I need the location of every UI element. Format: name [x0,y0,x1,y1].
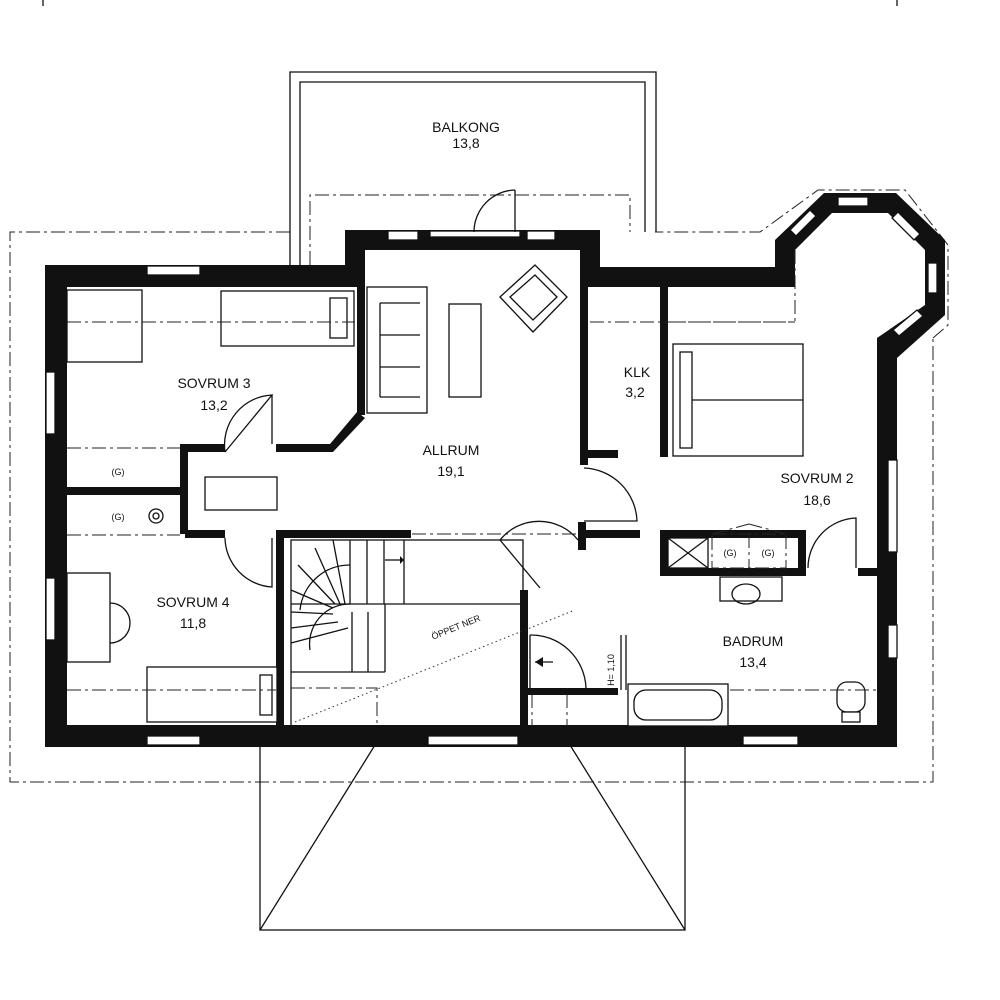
staircase [290,539,576,727]
coffee-table [448,303,482,398]
closet-label: (G) [762,548,775,558]
stair-open-label: ÖPPET NER [430,613,482,642]
room-name-allrum: ALLRUM [423,442,480,458]
bed [146,666,278,723]
bathtub [627,683,729,727]
room-name-klk: KLK [624,364,651,380]
room-area-sovrum4: 11,8 [180,615,206,631]
dashed-lines [67,250,877,726]
console-table [204,476,278,511]
room-name-balkong: BALKONG [432,119,500,135]
desk [66,572,111,663]
room-area-sovrum2: 18,6 [803,492,830,508]
room-area-badrum: 13,4 [739,654,766,670]
toilet [836,681,866,713]
room-area-balkong: 13,8 [452,135,479,151]
armchair [499,264,568,333]
closet-label: (G) [724,548,737,558]
room-name-badrum: BADRUM [723,633,784,649]
roof-outline-bay [655,189,949,339]
room-area-allrum: 19,1 [437,463,464,479]
room-name-sovrum2: SOVRUM 2 [780,470,853,486]
roof-outline [9,231,934,783]
windows [45,196,938,746]
entrance-roof [259,744,686,931]
desk [66,289,143,363]
doors [109,189,857,689]
room-name-sovrum3: SOVRUM 3 [177,375,250,391]
furniture [66,264,866,727]
room-area-klk: 3,2 [625,384,645,400]
closet-label: (G) [112,467,125,477]
closet-label: (G) [112,512,125,522]
room-area-sovrum3: 13,2 [200,397,227,413]
railing-height-label: H= 1,10 [606,654,616,686]
room-name-sovrum4: SOVRUM 4 [156,594,229,610]
sink [719,576,783,602]
sofa [366,286,428,414]
balcony [289,71,657,265]
